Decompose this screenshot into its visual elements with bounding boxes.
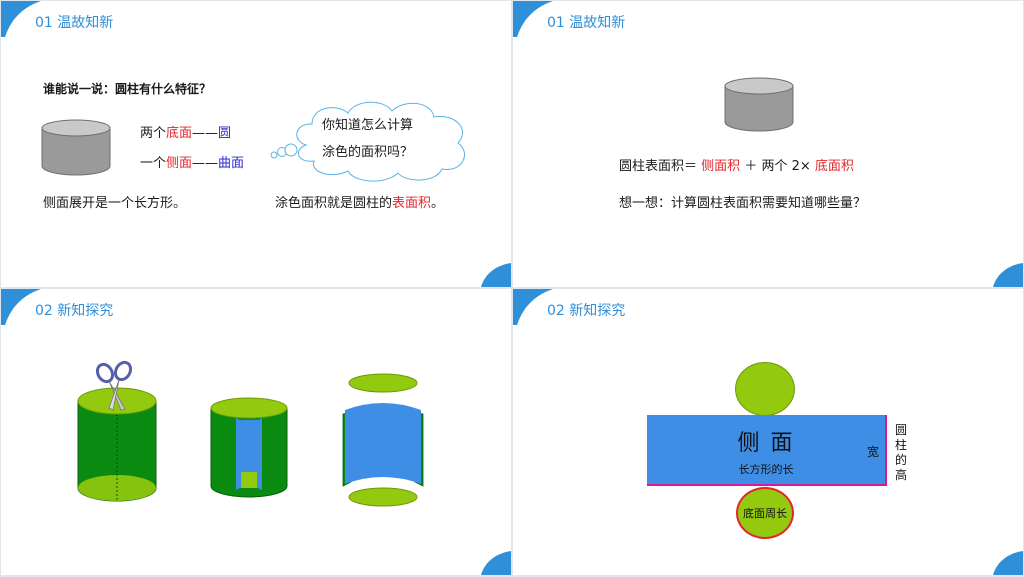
corner-decoration <box>513 1 553 37</box>
thought-cloud-shape <box>270 101 465 182</box>
lateral-surface-rectangle: 侧 面 长方形的长 宽 <box>647 415 887 486</box>
slide-surface-area-formula: 01 温故知新 圆柱表面积＝ 侧面积 ＋ 两个 2× 底面积 想一想：计算圆柱表… <box>513 1 1023 287</box>
side-feature-line: 一个侧面——曲面 <box>140 156 245 171</box>
slide-review-features: 01 温故知新 谁能说一说：圆柱有什么特征？ 两个底面——圆 一个侧面——曲面 … <box>1 1 511 287</box>
rect-width-label: 宽 <box>866 445 879 459</box>
slide-cylinder-net: 02 新知探究 侧 面 长方形的长 宽 圆柱的高 底面周长 <box>513 289 1023 575</box>
slide-cylinder-unfolding: 02 新知探究 <box>1 289 511 575</box>
rect-title: 侧 面 <box>737 431 795 456</box>
corner-decoration <box>481 551 511 575</box>
circumference-label: 底面周长 <box>743 507 787 520</box>
corner-decoration <box>1 289 41 325</box>
top-base-circle <box>735 362 795 416</box>
unfold-statement: 侧面展开是一个长方形。 <box>43 196 187 211</box>
rect-length-label: 长方形的长 <box>738 463 794 476</box>
corner-decoration <box>993 263 1023 287</box>
bottom-base-circle: 底面周长 <box>736 487 794 539</box>
corner-decoration <box>481 263 511 287</box>
corner-decoration <box>1 1 41 37</box>
cloud-text-line2: 涂色的面积吗？ <box>322 145 414 160</box>
question-text: 谁能说一说：圆柱有什么特征？ <box>43 82 212 96</box>
corner-decoration <box>513 289 553 325</box>
surface-area-statement: 涂色面积就是圆柱的表面积。 <box>275 196 445 211</box>
section-title: 02 新知探究 <box>547 303 626 319</box>
think-question: 想一想：计算圆柱表面积需要知道哪些量？ <box>619 196 867 211</box>
surface-area-formula: 圆柱表面积＝ 侧面积 ＋ 两个 2× 底面积 <box>619 159 854 174</box>
scissors-icon <box>95 360 133 411</box>
cut-cylinder-image <box>210 397 288 498</box>
gray-cylinder-image <box>724 77 794 132</box>
height-label: 圆柱的高 <box>895 423 908 482</box>
section-title: 01 温故知新 <box>547 15 626 31</box>
cloud-text-line1: 你知道怎么计算 <box>322 118 414 133</box>
section-title: 01 温故知新 <box>35 15 114 31</box>
green-cylinder-with-scissors-image <box>77 360 157 502</box>
gray-cylinder-image <box>41 119 111 176</box>
corner-decoration <box>993 551 1023 575</box>
section-title: 02 新知探究 <box>35 303 114 319</box>
unfolding-cylinder-image <box>342 373 424 507</box>
base-feature-line: 两个底面——圆 <box>140 126 232 141</box>
